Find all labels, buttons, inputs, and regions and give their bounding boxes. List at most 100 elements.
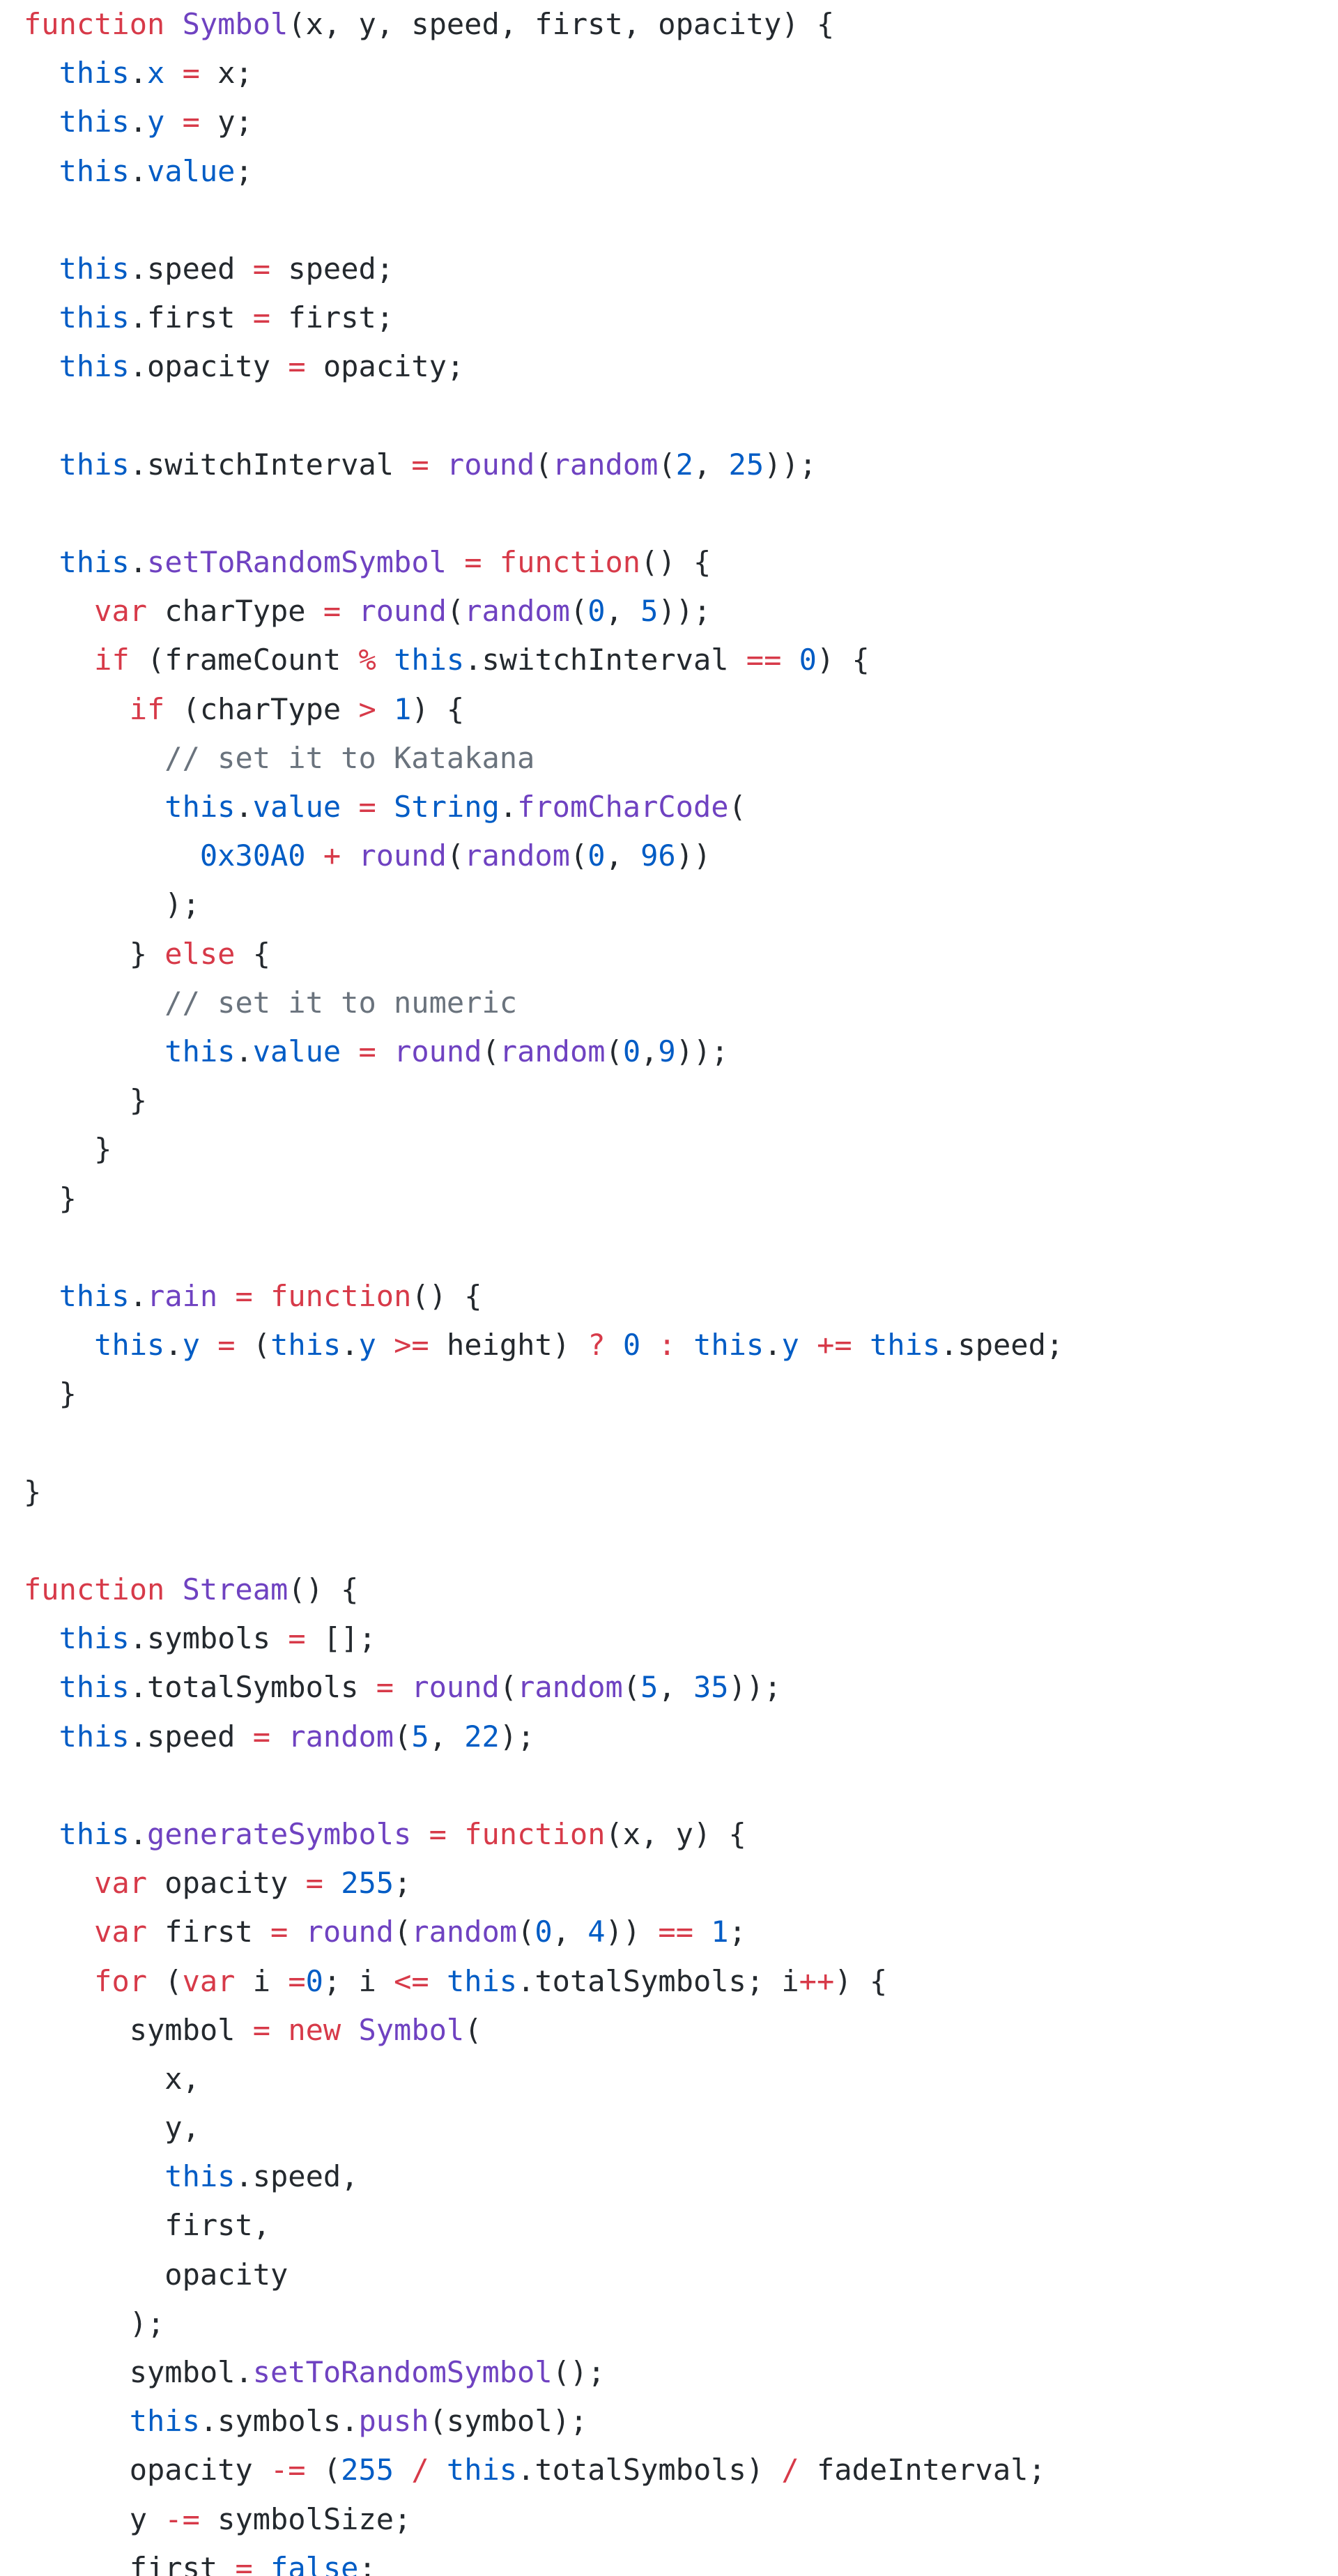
code-token: .: [129, 56, 148, 91]
code-token: y;: [199, 105, 253, 139]
code-token: [606, 1328, 623, 1362]
code-line: this.rain = function() {: [24, 1272, 1063, 1321]
code-token: /: [781, 2453, 799, 2487]
code-line: }: [24, 1174, 1063, 1223]
code-token: ));: [764, 447, 817, 482]
code-token: 1: [711, 1915, 729, 1949]
code-line: var first = round(random(0, 4)) == 1;: [24, 1908, 1063, 1956]
code-token: [24, 838, 200, 873]
code-token: round: [358, 838, 447, 873]
code-token: 35: [693, 1670, 729, 1705]
code-token: (: [235, 1328, 271, 1363]
code-token: round: [394, 1034, 482, 1068]
code-token: [253, 2551, 270, 2576]
code-token: 9: [658, 1034, 676, 1068]
code-token: fromCharCode: [517, 790, 729, 824]
code-token: }: [24, 1083, 148, 1118]
code-token: [376, 1328, 394, 1362]
code-token: (: [569, 594, 588, 629]
code-line: this.value;: [24, 147, 1063, 196]
code-token: this: [59, 300, 130, 335]
code-token: [24, 1279, 59, 1313]
code-token: value: [147, 153, 236, 188]
code-token: =: [182, 105, 200, 139]
code-token: 96: [640, 838, 676, 873]
code-line: function Stream() {: [24, 1565, 1063, 1614]
code-token: [24, 1034, 164, 1068]
code-token: {: [235, 936, 271, 971]
code-token: .: [235, 790, 253, 824]
source-code[interactable]: function Symbol(x, y, speed, first, opac…: [24, 0, 1063, 2576]
code-token: =: [464, 545, 482, 580]
code-token: 0: [535, 1915, 553, 1949]
code-token: =: [358, 790, 376, 824]
code-token: 4: [587, 1915, 606, 1949]
code-token: [24, 545, 59, 579]
code-line: symbol = new Symbol(: [24, 2006, 1063, 2055]
code-token: setToRandomSymbol: [147, 545, 447, 580]
code-token: this: [59, 349, 130, 384]
code-token: [288, 1915, 305, 1949]
code-token: (: [394, 1719, 412, 1754]
code-line: opacity: [24, 2251, 1063, 2299]
code-line: first = false;: [24, 2544, 1063, 2576]
code-token: var: [94, 1866, 148, 1901]
code-token: =: [252, 251, 271, 286]
code-token: Symbol: [182, 7, 289, 41]
code-token: random: [464, 594, 570, 629]
code-token: ;: [358, 2550, 376, 2576]
code-token: this: [446, 2453, 518, 2487]
code-token: (: [622, 1670, 641, 1705]
code-token: [270, 2013, 288, 2047]
code-token: ,: [552, 1915, 588, 1949]
code-token: ++: [799, 1963, 835, 1998]
code-token: [429, 2453, 447, 2487]
code-token: (: [482, 1034, 500, 1068]
code-token: ;: [394, 1866, 412, 1901]
code-token: .: [499, 790, 518, 824]
code-token: 5: [411, 1719, 429, 1754]
code-line: first,: [24, 2201, 1063, 2250]
code-token: }: [24, 1181, 77, 1216]
code-token: x: [147, 56, 165, 91]
code-token: +=: [817, 1328, 852, 1363]
code-line: this.switchInterval = round(random(2, 25…: [24, 440, 1063, 489]
code-line: this.y = (this.y >= height) ? 0 : this.y…: [24, 1321, 1063, 1370]
code-token: x;: [199, 56, 253, 91]
code-token: this: [59, 545, 130, 580]
code-token: rain: [147, 1278, 218, 1313]
code-token: random: [411, 1915, 518, 1949]
code-token: (: [464, 2012, 482, 2047]
code-token: [341, 594, 358, 628]
code-token: ));: [675, 1034, 729, 1068]
code-line: ​: [24, 196, 1063, 245]
code-token: [376, 643, 394, 677]
code-token: random: [499, 1034, 606, 1068]
code-token: (: [728, 790, 746, 824]
code-token: fadeInterval;: [799, 2453, 1046, 2487]
code-token: [24, 1621, 59, 1655]
code-token: ) {: [834, 1963, 888, 1998]
code-token: this: [270, 1328, 341, 1363]
code-token: [676, 1328, 693, 1362]
code-line: ​: [24, 392, 1063, 440]
code-token: =: [235, 2550, 253, 2576]
code-line: this.first = first;: [24, 293, 1063, 342]
code-token: (: [446, 838, 465, 873]
code-token: this: [446, 1963, 518, 1998]
code-line: }: [24, 1125, 1063, 1174]
code-token: ;: [235, 153, 253, 188]
code-line: ​: [24, 1761, 1063, 1810]
code-line: } else {: [24, 930, 1063, 979]
code-token: ,: [640, 1034, 659, 1068]
code-line: this.setToRandomSymbol = function() {: [24, 538, 1063, 587]
code-token: round: [446, 447, 535, 482]
code-token: [24, 154, 59, 188]
code-token: this: [59, 1670, 130, 1705]
code-token: ,: [693, 447, 729, 482]
code-token: (: [535, 447, 553, 482]
code-token: ?: [587, 1328, 606, 1363]
code-token: value: [252, 1034, 341, 1068]
code-token: else: [164, 936, 236, 971]
